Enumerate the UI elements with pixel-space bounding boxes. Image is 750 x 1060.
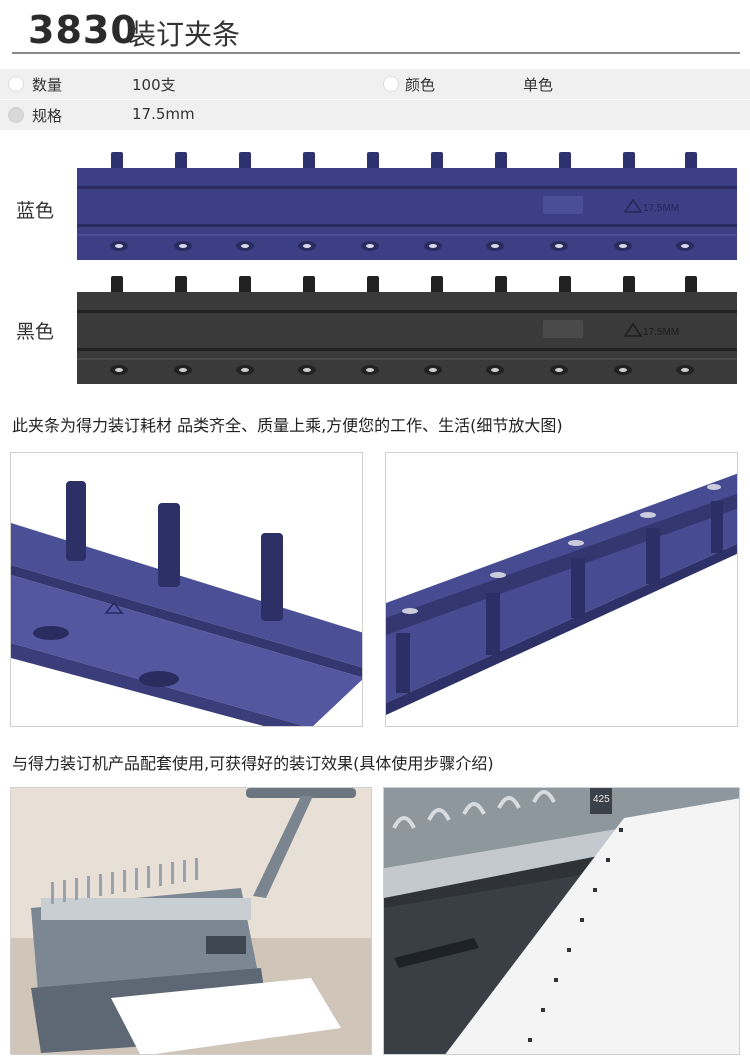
machine-badge: 425 [593,794,610,805]
strip-detail-photo-underside [385,452,738,727]
black-binding-strip: 17.5MM [77,272,737,384]
header-divider [12,52,740,54]
strip-marking: 17.5MM [643,203,679,214]
quantity-value: 100支 [132,76,176,94]
bullet-icon [8,107,24,123]
bullet-icon [383,76,399,92]
size-value: 17.5mm [132,105,195,123]
binding-machine-photo [10,787,372,1055]
detail-caption: 此夹条为得力装订耗材 品类齐全、质量上乘,方便您的工作、生活(细节放大图) [12,416,563,435]
color-label: 颜色 [405,76,436,94]
binding-machine-closeup-photo: 425 [383,787,740,1055]
strip-detail-photo-teeth [10,452,363,727]
quantity-label: 数量 [32,76,63,94]
strip-marking: 17.5MM [643,327,679,338]
usage-caption: 与得力装订机产品配套使用,可获得好的装订效果(具体使用步骤介绍) [12,754,494,773]
blue-strip-label: 蓝色 [16,200,55,222]
header: 3830 装订夹条 [0,0,750,62]
size-label: 规格 [32,107,63,125]
model-number: 3830 [28,8,138,52]
black-strip-label: 黑色 [16,321,55,343]
color-value: 单色 [523,76,554,94]
blue-binding-strip: 17.5MM [77,148,737,260]
spec-row-quantity-color: 数量 100支 颜色 单色 [0,69,750,99]
bullet-icon [8,76,24,92]
page-title: 装订夹条 [128,18,241,51]
spec-row-size: 规格 17.5mm [0,100,750,130]
